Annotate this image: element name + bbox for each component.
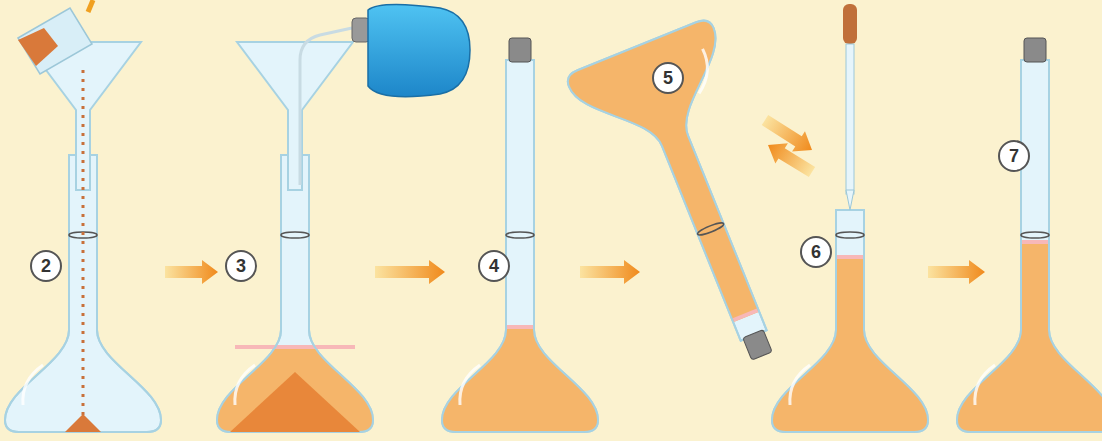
arrow-body <box>580 260 640 284</box>
flask-glass <box>442 60 598 432</box>
callout-number: 6 <box>800 236 832 268</box>
highlight <box>460 365 480 405</box>
flask-outline <box>957 60 1102 432</box>
flask-outline <box>565 17 827 365</box>
stopper <box>743 330 772 360</box>
highlight <box>790 365 810 405</box>
powder-stream <box>82 70 85 415</box>
callout-number: 4 <box>478 250 510 282</box>
flask-glass <box>957 60 1102 432</box>
wash-bottle <box>300 4 470 185</box>
graduation-mark <box>1021 232 1049 238</box>
step-arrow <box>375 260 445 284</box>
highlight <box>23 365 43 405</box>
highlight <box>684 49 718 94</box>
volumetric-flask <box>957 38 1102 432</box>
solution <box>565 17 827 351</box>
volumetric-flask <box>5 42 161 432</box>
graduation-mark <box>281 232 309 238</box>
weighing-paper <box>18 0 93 74</box>
inverted-flask <box>565 17 835 385</box>
meniscus <box>507 325 533 329</box>
arrow-body <box>762 135 819 182</box>
graduation-mark <box>836 232 864 238</box>
volumetric-flask <box>217 42 373 432</box>
highlight <box>235 365 255 405</box>
graduation-mark <box>697 221 725 237</box>
volumetric-flask <box>565 17 835 385</box>
volumetric-flask <box>442 38 598 432</box>
flask-outline <box>217 155 373 432</box>
callout-number: 2 <box>30 250 62 282</box>
arrow-body <box>165 260 218 284</box>
funnel <box>237 42 353 190</box>
volumetric-flask <box>772 210 928 432</box>
flask-outline <box>772 210 928 432</box>
powder-pile <box>65 414 101 432</box>
powder-pile <box>230 372 360 432</box>
stopper <box>1024 38 1046 62</box>
meniscus <box>837 255 863 259</box>
arrow-body <box>928 260 985 284</box>
flask-glass <box>772 210 928 432</box>
graduation-mark <box>506 232 534 238</box>
dropper <box>843 4 857 210</box>
meniscus <box>733 308 759 321</box>
step-arrow <box>580 260 640 284</box>
highlight <box>975 365 995 405</box>
step-arrow <box>928 260 985 284</box>
solution <box>772 255 928 432</box>
callout-number: 7 <box>998 140 1030 172</box>
flask-glass <box>565 17 827 365</box>
step-arrow <box>165 260 218 284</box>
solution <box>217 345 373 432</box>
solution <box>442 325 598 432</box>
stopper <box>509 38 531 62</box>
flask-glass <box>217 155 373 432</box>
callout-number: 3 <box>225 250 257 282</box>
arrow-body <box>375 260 445 284</box>
callout-number: 5 <box>652 62 684 94</box>
step-arrow <box>762 135 819 182</box>
flask-outline <box>442 60 598 432</box>
meniscus <box>235 345 355 349</box>
meniscus <box>1022 240 1048 244</box>
